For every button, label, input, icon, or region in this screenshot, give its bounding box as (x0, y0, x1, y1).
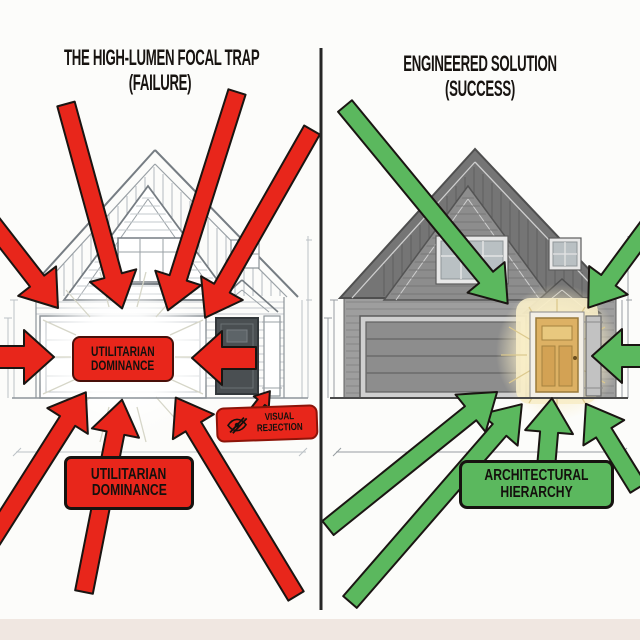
left-title-line1: THE HIGH-LUMEN FOCAL TRAP (64, 45, 260, 70)
architectural-hierarchy-label: ARCHITECTURAL HIERARCHY (459, 460, 614, 509)
side-window (548, 237, 582, 271)
left-title: THE HIGH-LUMEN FOCAL TRAP (FAILURE) (0, 45, 320, 95)
bottom-strip (0, 619, 640, 640)
green-arrow (591, 328, 640, 384)
label-line: HIERARCHY (500, 483, 573, 501)
utilitarian-dominance-garage-label: UTILITARIAN DOMINANCE (72, 336, 174, 382)
utilitarian-dominance-bottom-label: UTILITARIAN DOMINANCE (64, 456, 194, 510)
red-arrow (0, 211, 59, 309)
red-arrow (56, 100, 138, 310)
porch-column (262, 315, 282, 397)
glowing-front-door (529, 311, 585, 399)
right-title-line2: (SUCCESS) (445, 75, 515, 101)
label-line: UTILITARIAN (91, 344, 155, 360)
right-title-line1: ENGINEERED SOLUTION (403, 51, 557, 76)
red-arrow (154, 88, 247, 312)
badge-line: REJECTION (256, 421, 303, 434)
red-arrow (171, 396, 305, 602)
red-arrow (191, 330, 257, 386)
red-arrow (200, 124, 321, 319)
label-line: ARCHITECTURAL (484, 467, 589, 485)
garage-muted (359, 315, 527, 399)
right-title: ENGINEERED SOLUTION (SUCCESS) (320, 51, 640, 101)
visual-rejection-badge: VISUAL REJECTION (215, 404, 319, 443)
red-arrow (0, 329, 55, 385)
red-arrow (0, 391, 89, 546)
eye-slash-icon (226, 415, 249, 434)
left-title-line2: (FAILURE) (128, 69, 192, 95)
badge-text: VISUAL REJECTION (251, 411, 309, 434)
label-line: DOMINANCE (91, 482, 167, 499)
green-arrow (321, 390, 499, 537)
green-arrow (337, 99, 509, 305)
label-line: UTILITARIAN (91, 465, 167, 483)
label-line: DOMINANCE (91, 358, 155, 373)
green-arrow (342, 403, 523, 609)
